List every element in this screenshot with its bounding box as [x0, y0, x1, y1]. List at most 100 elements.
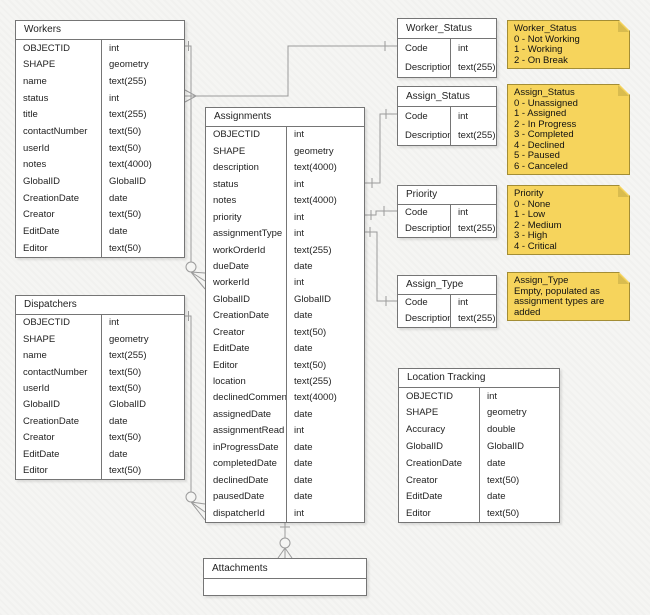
- field-type: int: [458, 111, 469, 122]
- rel-workers-worker-status[interactable]: [184, 41, 397, 103]
- field-name: inProgressDate: [213, 442, 279, 453]
- field-type: text(255): [294, 245, 332, 256]
- field-name: contactNumber: [23, 367, 88, 378]
- field-name: location: [213, 377, 246, 387]
- field-name: Description: [405, 314, 450, 324]
- field-type: GlobalID: [487, 442, 524, 452]
- rel-assignments-assign-status[interactable]: [365, 109, 397, 188]
- note-title: Assign_Type: [514, 275, 569, 286]
- field-type: date: [294, 459, 313, 469]
- field-type: date: [294, 409, 313, 420]
- field-name: Creator: [213, 327, 245, 338]
- column-divider: [101, 40, 102, 257]
- field-type: text(50): [487, 509, 520, 519]
- field-name: description: [213, 163, 259, 173]
- note-line: 4 - Declined: [514, 139, 565, 151]
- field-type: text(50): [109, 127, 142, 137]
- field-type: date: [294, 311, 313, 321]
- field-name: GlobalID: [213, 294, 250, 305]
- field-type: date: [109, 416, 128, 427]
- field-type: text(255): [458, 62, 496, 73]
- field-type: int: [109, 318, 120, 328]
- field-name: Code: [405, 111, 428, 122]
- field-type: text(255): [109, 351, 147, 361]
- field-name: Editor: [406, 509, 431, 519]
- field-name: CreationDate: [406, 458, 462, 469]
- field-name: completedDate: [213, 459, 277, 469]
- field-name: status: [23, 93, 49, 104]
- table-title: Assign_Type: [398, 276, 496, 295]
- field-name: EditDate: [213, 344, 250, 354]
- field-name: name: [23, 351, 47, 361]
- field-name: OBJECTID: [23, 318, 70, 328]
- note-line: 4 - Critical: [514, 240, 557, 252]
- rel-assignments-assign-type[interactable]: [365, 227, 397, 306]
- field-row: declinedComment text(4000): [206, 390, 364, 406]
- zero-circle-icon: [279, 537, 291, 549]
- field-type: text(50): [109, 433, 142, 443]
- field-type: int: [294, 229, 305, 239]
- field-name: Description: [405, 130, 450, 141]
- field-name: dispatcherId: [213, 508, 265, 519]
- field-name: priority: [213, 212, 242, 223]
- table-attachments[interactable]: Attachments: [203, 558, 367, 596]
- rel-dispatchers-assignments[interactable]: [185, 311, 206, 521]
- field-type: text(255): [109, 76, 147, 87]
- rel-assignments-attachments[interactable]: [277, 520, 293, 559]
- column-divider: [450, 107, 451, 145]
- crow-foot-icon: [190, 271, 206, 290]
- field-name: Description: [405, 224, 450, 234]
- note-line: 0 - Not Working: [514, 33, 580, 45]
- field-type: GlobalID: [294, 294, 331, 305]
- field-type: text(4000): [294, 393, 337, 403]
- field-type: int: [294, 212, 305, 223]
- column-divider: [450, 205, 451, 237]
- rel-assignments-priority[interactable]: [365, 206, 397, 220]
- field-name: OBJECTID: [406, 391, 453, 402]
- field-type: int: [458, 208, 469, 218]
- rel-workers-assignments[interactable]: [185, 41, 206, 290]
- crow-foot-icon: [190, 501, 206, 521]
- note-line: Empty, populated as assignment types are…: [514, 285, 605, 318]
- field-name: workerId: [213, 278, 250, 288]
- field-type: text(50): [109, 384, 142, 394]
- note-fold-icon: [618, 186, 629, 197]
- field-name: declinedComment: [213, 393, 286, 403]
- field-type: date: [294, 261, 313, 272]
- field-type: text(4000): [109, 160, 152, 170]
